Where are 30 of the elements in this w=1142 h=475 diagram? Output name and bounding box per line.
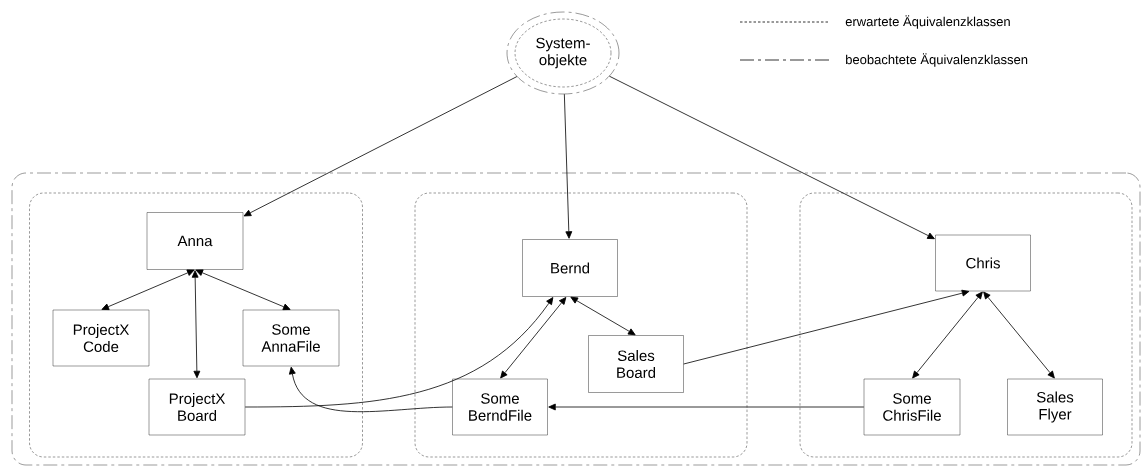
object-box: Bernd <box>522 239 618 297</box>
arrow <box>609 75 935 240</box>
arrow <box>983 291 1055 379</box>
arrow <box>191 270 201 379</box>
arrow <box>500 297 567 379</box>
object-box: Sales Flyer <box>1007 378 1103 436</box>
object-box: Some ChrisFile <box>863 378 961 436</box>
group-frame <box>414 192 748 458</box>
arrow <box>912 291 983 379</box>
legend-entry: erwartete Äquivalenzklassen <box>739 15 1010 29</box>
group-frame <box>29 192 363 458</box>
group-frame <box>799 192 1133 458</box>
arrow <box>548 403 865 411</box>
outer-frame <box>11 172 1141 466</box>
arrow <box>195 269 291 311</box>
arrow <box>570 296 636 336</box>
object-box: Anna <box>146 212 244 270</box>
arrow <box>101 269 195 310</box>
object-box: ProjectX Code <box>52 309 150 367</box>
arrow <box>289 366 453 413</box>
object-box: Chris <box>935 234 1031 292</box>
legend-entry: beobachtete Äquivalenzklassen <box>739 53 1028 67</box>
object-box: ProjectX Board <box>148 378 246 436</box>
arrow <box>683 289 970 365</box>
object-box: Sales Board <box>588 335 684 393</box>
arrow <box>563 93 573 239</box>
object-box: Some BerndFile <box>452 378 548 436</box>
arrow <box>243 76 518 217</box>
object-box: Some AnnaFile <box>242 309 340 367</box>
arrow <box>244 297 554 408</box>
